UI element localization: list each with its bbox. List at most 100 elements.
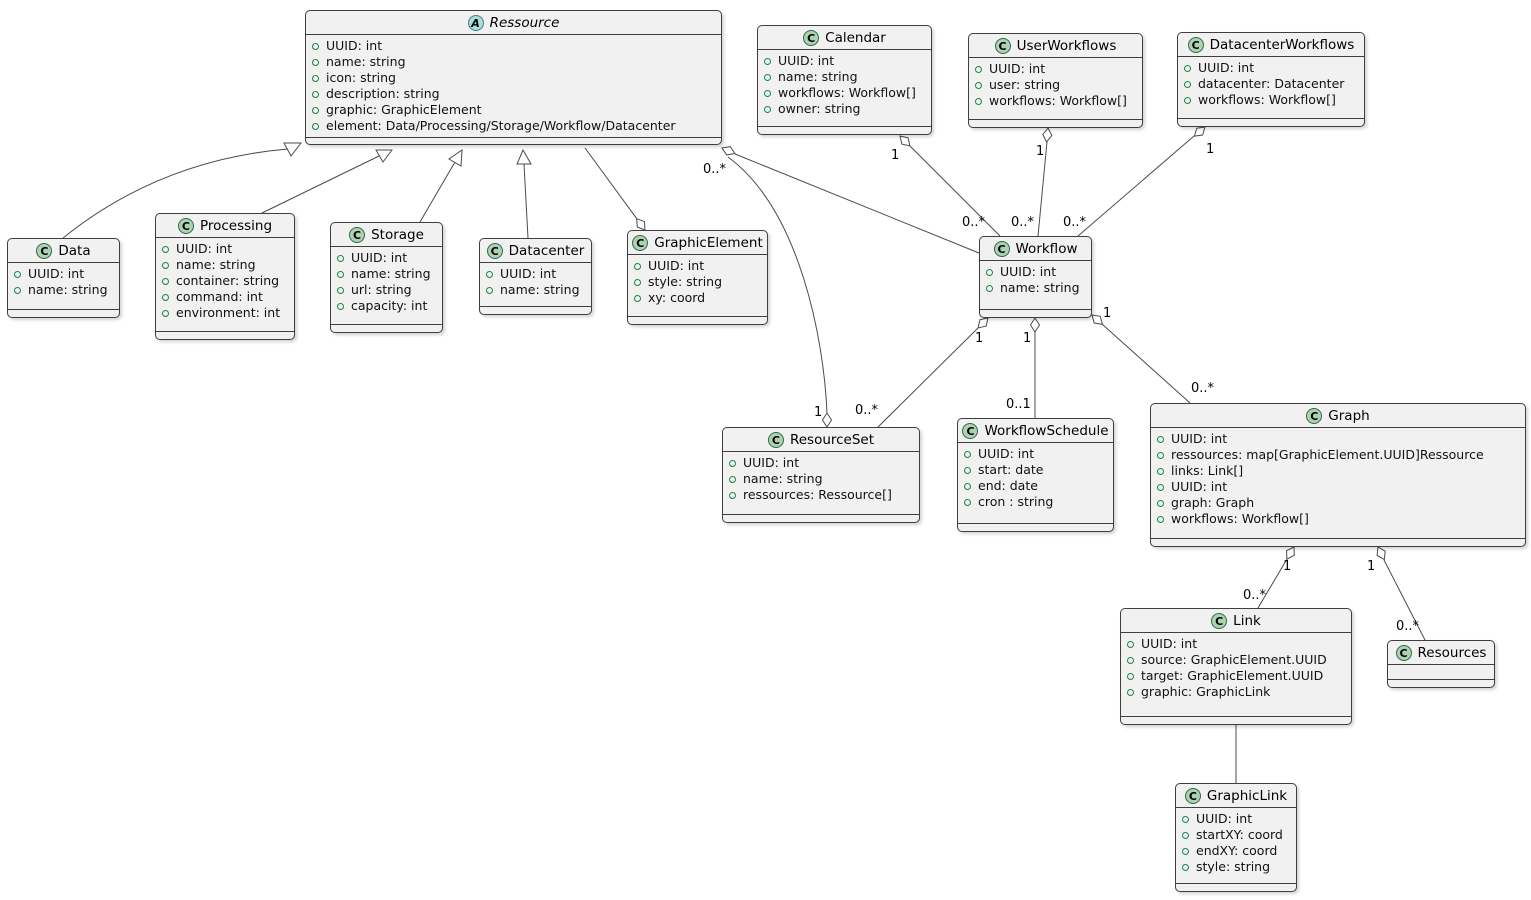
multiplicity-label: 1: [1023, 331, 1031, 346]
class-icon: C: [1306, 408, 1323, 424]
class-attribute: UUID: int: [1157, 431, 1519, 447]
visibility-icon: [1127, 656, 1134, 664]
class-icon: C: [803, 30, 820, 46]
visibility-icon: [337, 254, 344, 262]
aggregation-diamond-icon: [899, 135, 911, 147]
attribute-text: command: int: [176, 289, 263, 304]
attribute-text: start: date: [978, 462, 1044, 477]
class-attribute: UUID: int: [729, 455, 913, 471]
class-title: C Calendar: [758, 26, 931, 50]
attribute-text: graphic: GraphicLink: [1141, 684, 1271, 699]
attribute-text: UUID: int: [1171, 479, 1228, 494]
visibility-icon: [1127, 672, 1134, 680]
class-methods-compartment: [331, 324, 442, 332]
visibility-icon: [1184, 64, 1191, 72]
edge-processing-extends-ressource-generalization: [261, 149, 393, 214]
class-name: GraphicElement: [654, 235, 763, 251]
attribute-text: graphic: GraphicElement: [326, 102, 482, 117]
class-methods-compartment: [1176, 883, 1296, 891]
class-attribute: description: string: [312, 86, 715, 102]
edge-line: [727, 156, 828, 414]
attribute-text: environment: int: [176, 305, 281, 320]
class-methods-compartment: [1151, 538, 1525, 546]
class-attribute: UUID: int: [1127, 636, 1345, 652]
attribute-text: user: string: [989, 77, 1061, 92]
class-name: Calendar: [825, 30, 886, 46]
aggregation-diamond-icon: [1091, 314, 1104, 326]
class-attribute: owner: string: [764, 101, 925, 117]
class-attribute: url: string: [337, 282, 436, 298]
visibility-icon: [1157, 515, 1164, 523]
attribute-text: workflows: Workflow[]: [778, 85, 916, 100]
attribute-text: UUID: int: [326, 38, 383, 53]
class-attribute: style: string: [1182, 859, 1290, 875]
class-attribute: style: string: [634, 274, 761, 290]
class-icon: C: [1395, 645, 1412, 661]
visibility-icon: [337, 286, 344, 294]
visibility-icon: [764, 57, 771, 65]
class-methods-compartment: [306, 137, 721, 144]
edge-line: [909, 145, 1001, 237]
aggregation-diamond-icon: [977, 317, 989, 329]
attribute-text: container: string: [176, 273, 280, 288]
visibility-icon: [634, 278, 641, 286]
attribute-text: ressources: map[GraphicElement.UUID]Ress…: [1171, 447, 1484, 462]
visibility-icon: [312, 58, 319, 66]
class-name: Link: [1233, 613, 1261, 629]
class-icon: C: [486, 243, 503, 259]
class-attribute: name: string: [486, 282, 585, 298]
aggregation-diamond-icon: [1042, 127, 1053, 143]
class-name: GraphicLink: [1206, 788, 1288, 804]
class-methods-compartment: [1388, 679, 1494, 687]
attribute-text: workflows: Workflow[]: [989, 93, 1127, 108]
class-name: Data: [58, 243, 91, 259]
class-attribute: ressources: Ressource[]: [729, 487, 913, 503]
class-attribute: environment: int: [162, 305, 288, 321]
class-attribute: name: string: [162, 257, 288, 273]
class-attribute: datacenter: Datacenter: [1184, 76, 1358, 92]
abstract-class-icon: A: [467, 15, 484, 31]
attribute-text: links: Link[]: [1171, 463, 1244, 478]
multiplicity-label: 1: [1367, 559, 1375, 574]
attribute-text: style: string: [648, 274, 723, 289]
attribute-text: UUID: int: [1196, 811, 1253, 826]
class-methods-compartment: [958, 523, 1113, 531]
attribute-text: UUID: int: [1141, 636, 1198, 651]
visibility-icon: [312, 106, 319, 114]
attribute-text: UUID: int: [648, 258, 705, 273]
attribute-text: element: Data/Processing/Storage/Workflo…: [326, 118, 676, 133]
class-attribute: workflows: Workflow[]: [764, 85, 925, 101]
class-name: Resources: [1417, 645, 1487, 661]
multiplicity-label: 0..1: [1006, 397, 1031, 412]
visibility-icon: [162, 277, 169, 285]
class-icon: C: [177, 218, 194, 234]
visibility-icon: [486, 270, 493, 278]
multiplicity-label: 1: [975, 331, 983, 346]
visibility-icon: [1184, 96, 1191, 104]
class-methods-compartment: [628, 316, 767, 324]
class-attribute: UUID: int: [764, 53, 925, 69]
multiplicity-label: 0..*: [1063, 215, 1087, 230]
edge-workflow-workflowschedule-aggregation: 1 0..1: [1006, 317, 1041, 418]
class-attribute: workflows: Workflow[]: [975, 93, 1136, 109]
visibility-icon: [634, 262, 641, 270]
class-icon: C: [993, 241, 1010, 257]
